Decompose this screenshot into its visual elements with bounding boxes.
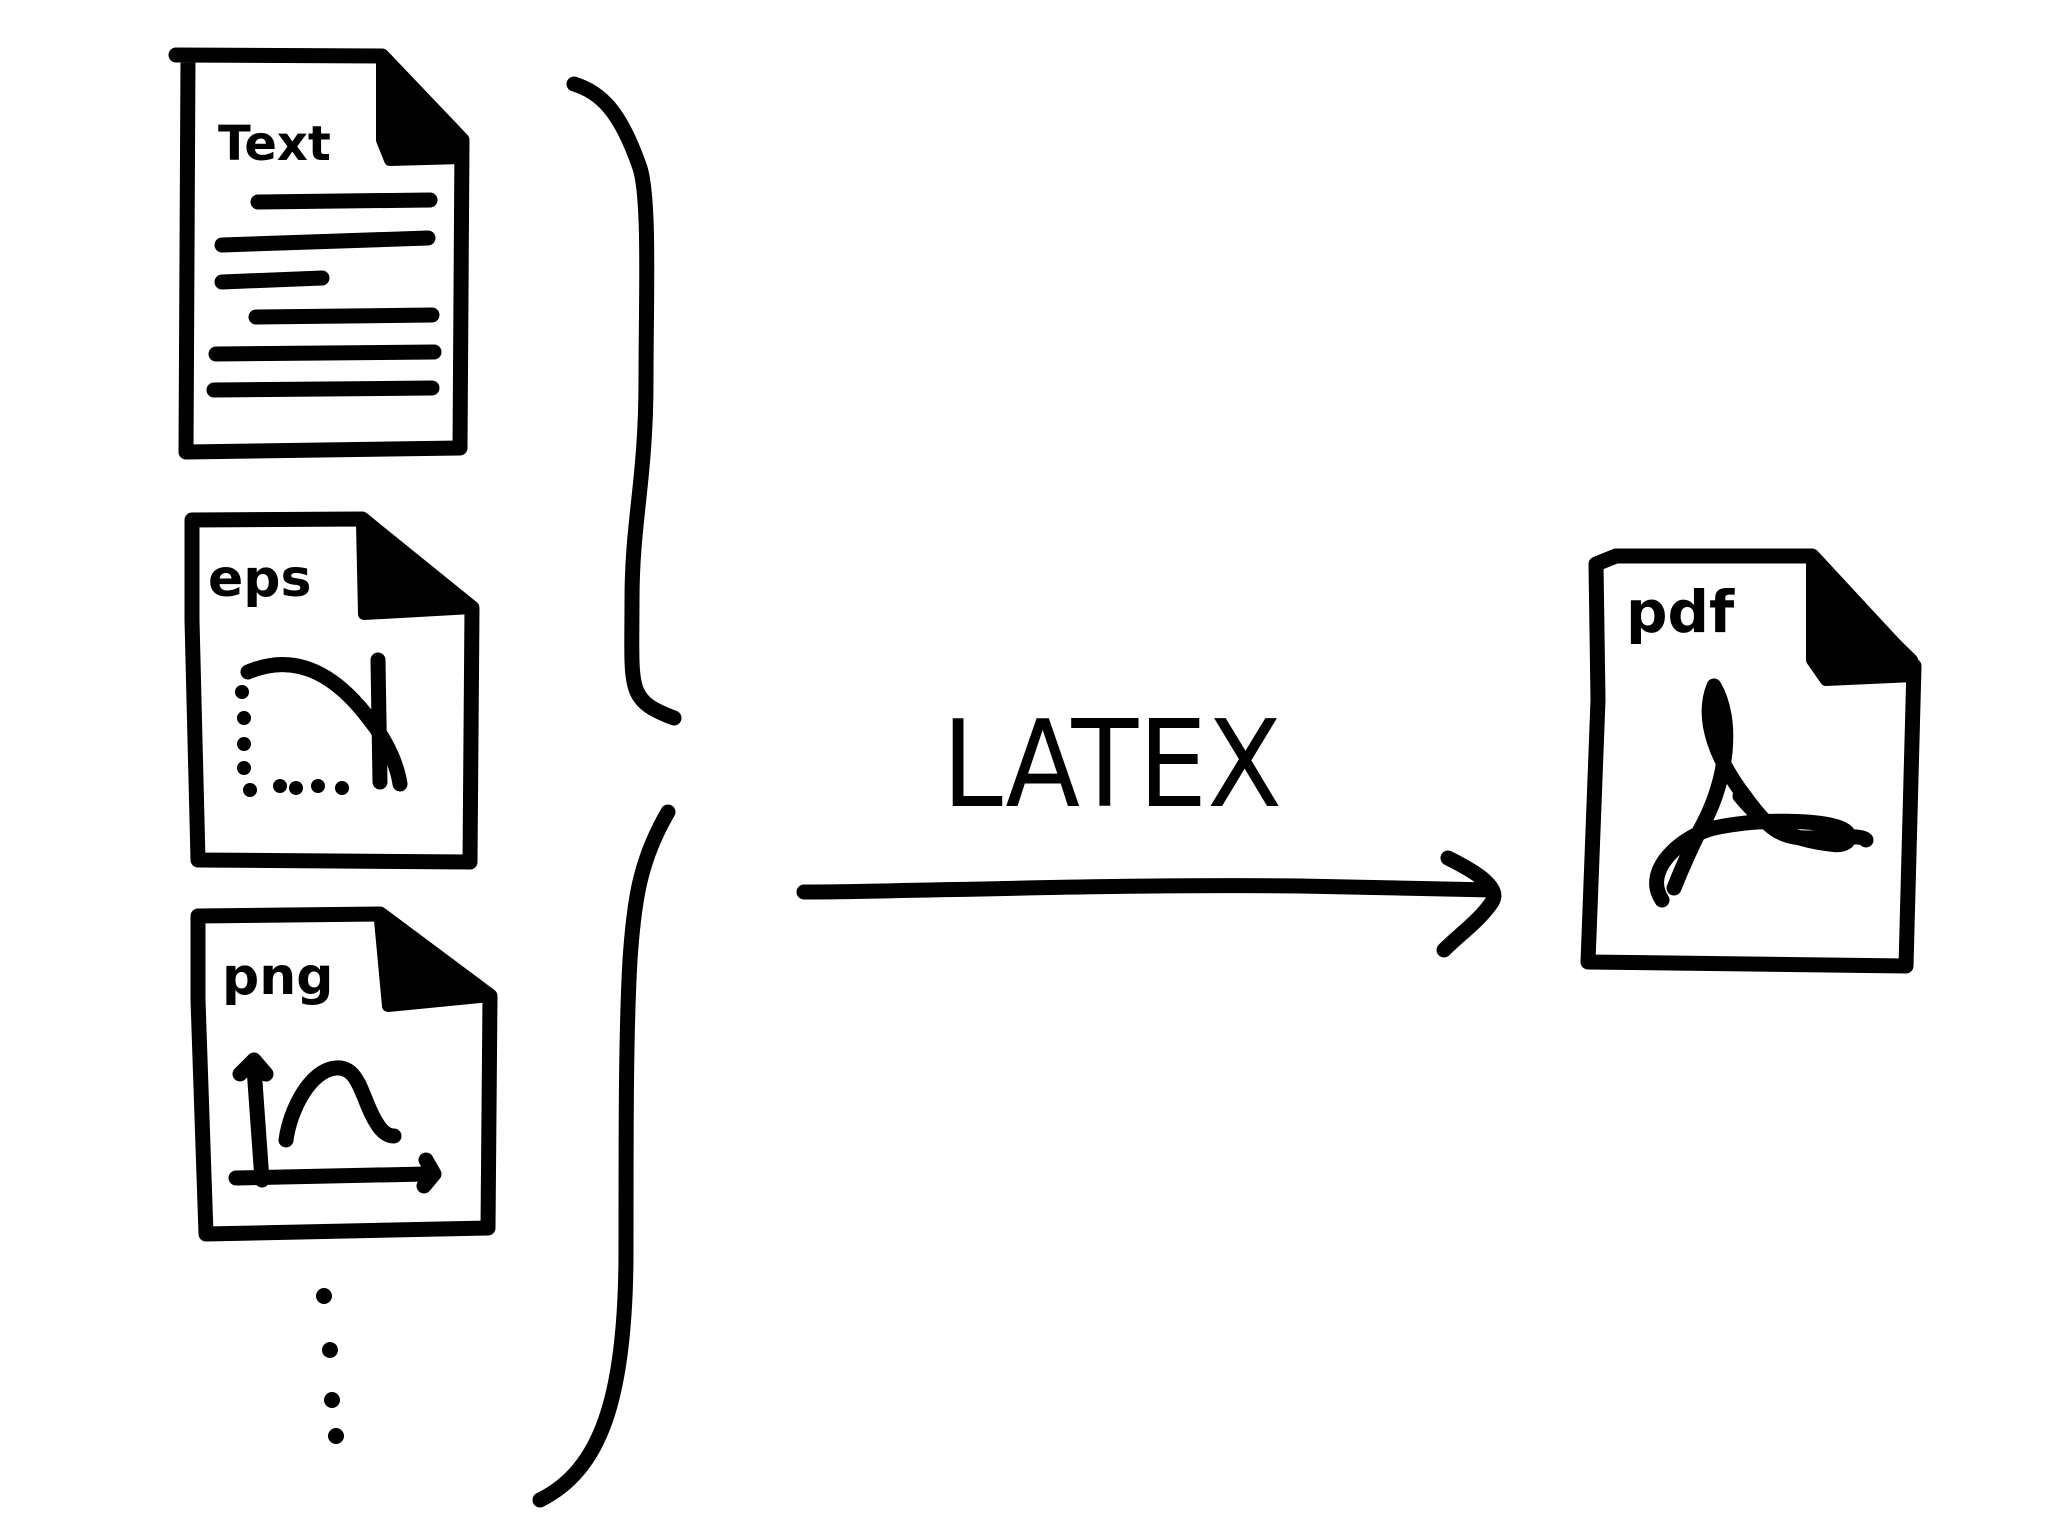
input-file-text: Text <box>168 47 470 460</box>
vector-graph-icon <box>235 652 408 797</box>
grouping-brace <box>532 76 682 1508</box>
folded-corner <box>1806 556 1920 686</box>
more-inputs-ellipsis <box>316 1288 344 1444</box>
file-type-label: Text <box>218 116 331 172</box>
input-file-png: png <box>190 906 498 1242</box>
file-outline <box>168 47 470 460</box>
file-type-label: pdf <box>1626 578 1735 646</box>
text-lines-icon <box>206 192 442 398</box>
raster-graph-icon <box>228 1052 442 1194</box>
folded-corner <box>374 914 496 1012</box>
acrobat-logo-icon <box>1649 678 1874 908</box>
output-file-pdf: pdf <box>1580 548 1922 974</box>
folded-corner <box>376 56 468 166</box>
input-file-eps: eps <box>184 511 480 870</box>
conversion-arrow <box>796 850 1502 958</box>
folded-corner <box>356 518 478 620</box>
file-type-label: png <box>222 947 333 1007</box>
process-label: LATEX <box>942 696 1282 835</box>
file-type-label: eps <box>208 549 311 609</box>
